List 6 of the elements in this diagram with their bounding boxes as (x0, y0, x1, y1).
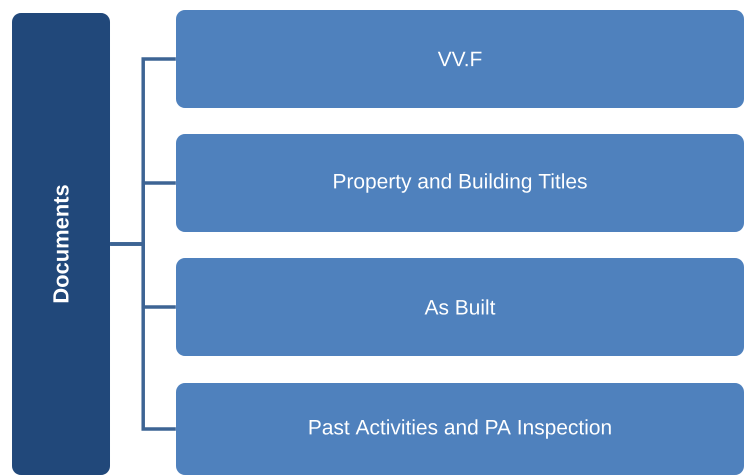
document-box: VV.F (176, 10, 744, 108)
category-box: Documents (12, 12, 110, 475)
document-box: Past Activities and PA Inspection (176, 382, 744, 475)
document-box: Property and Building Titles (176, 134, 744, 232)
connector-line (110, 242, 176, 431)
document-box: As Built (176, 258, 744, 356)
